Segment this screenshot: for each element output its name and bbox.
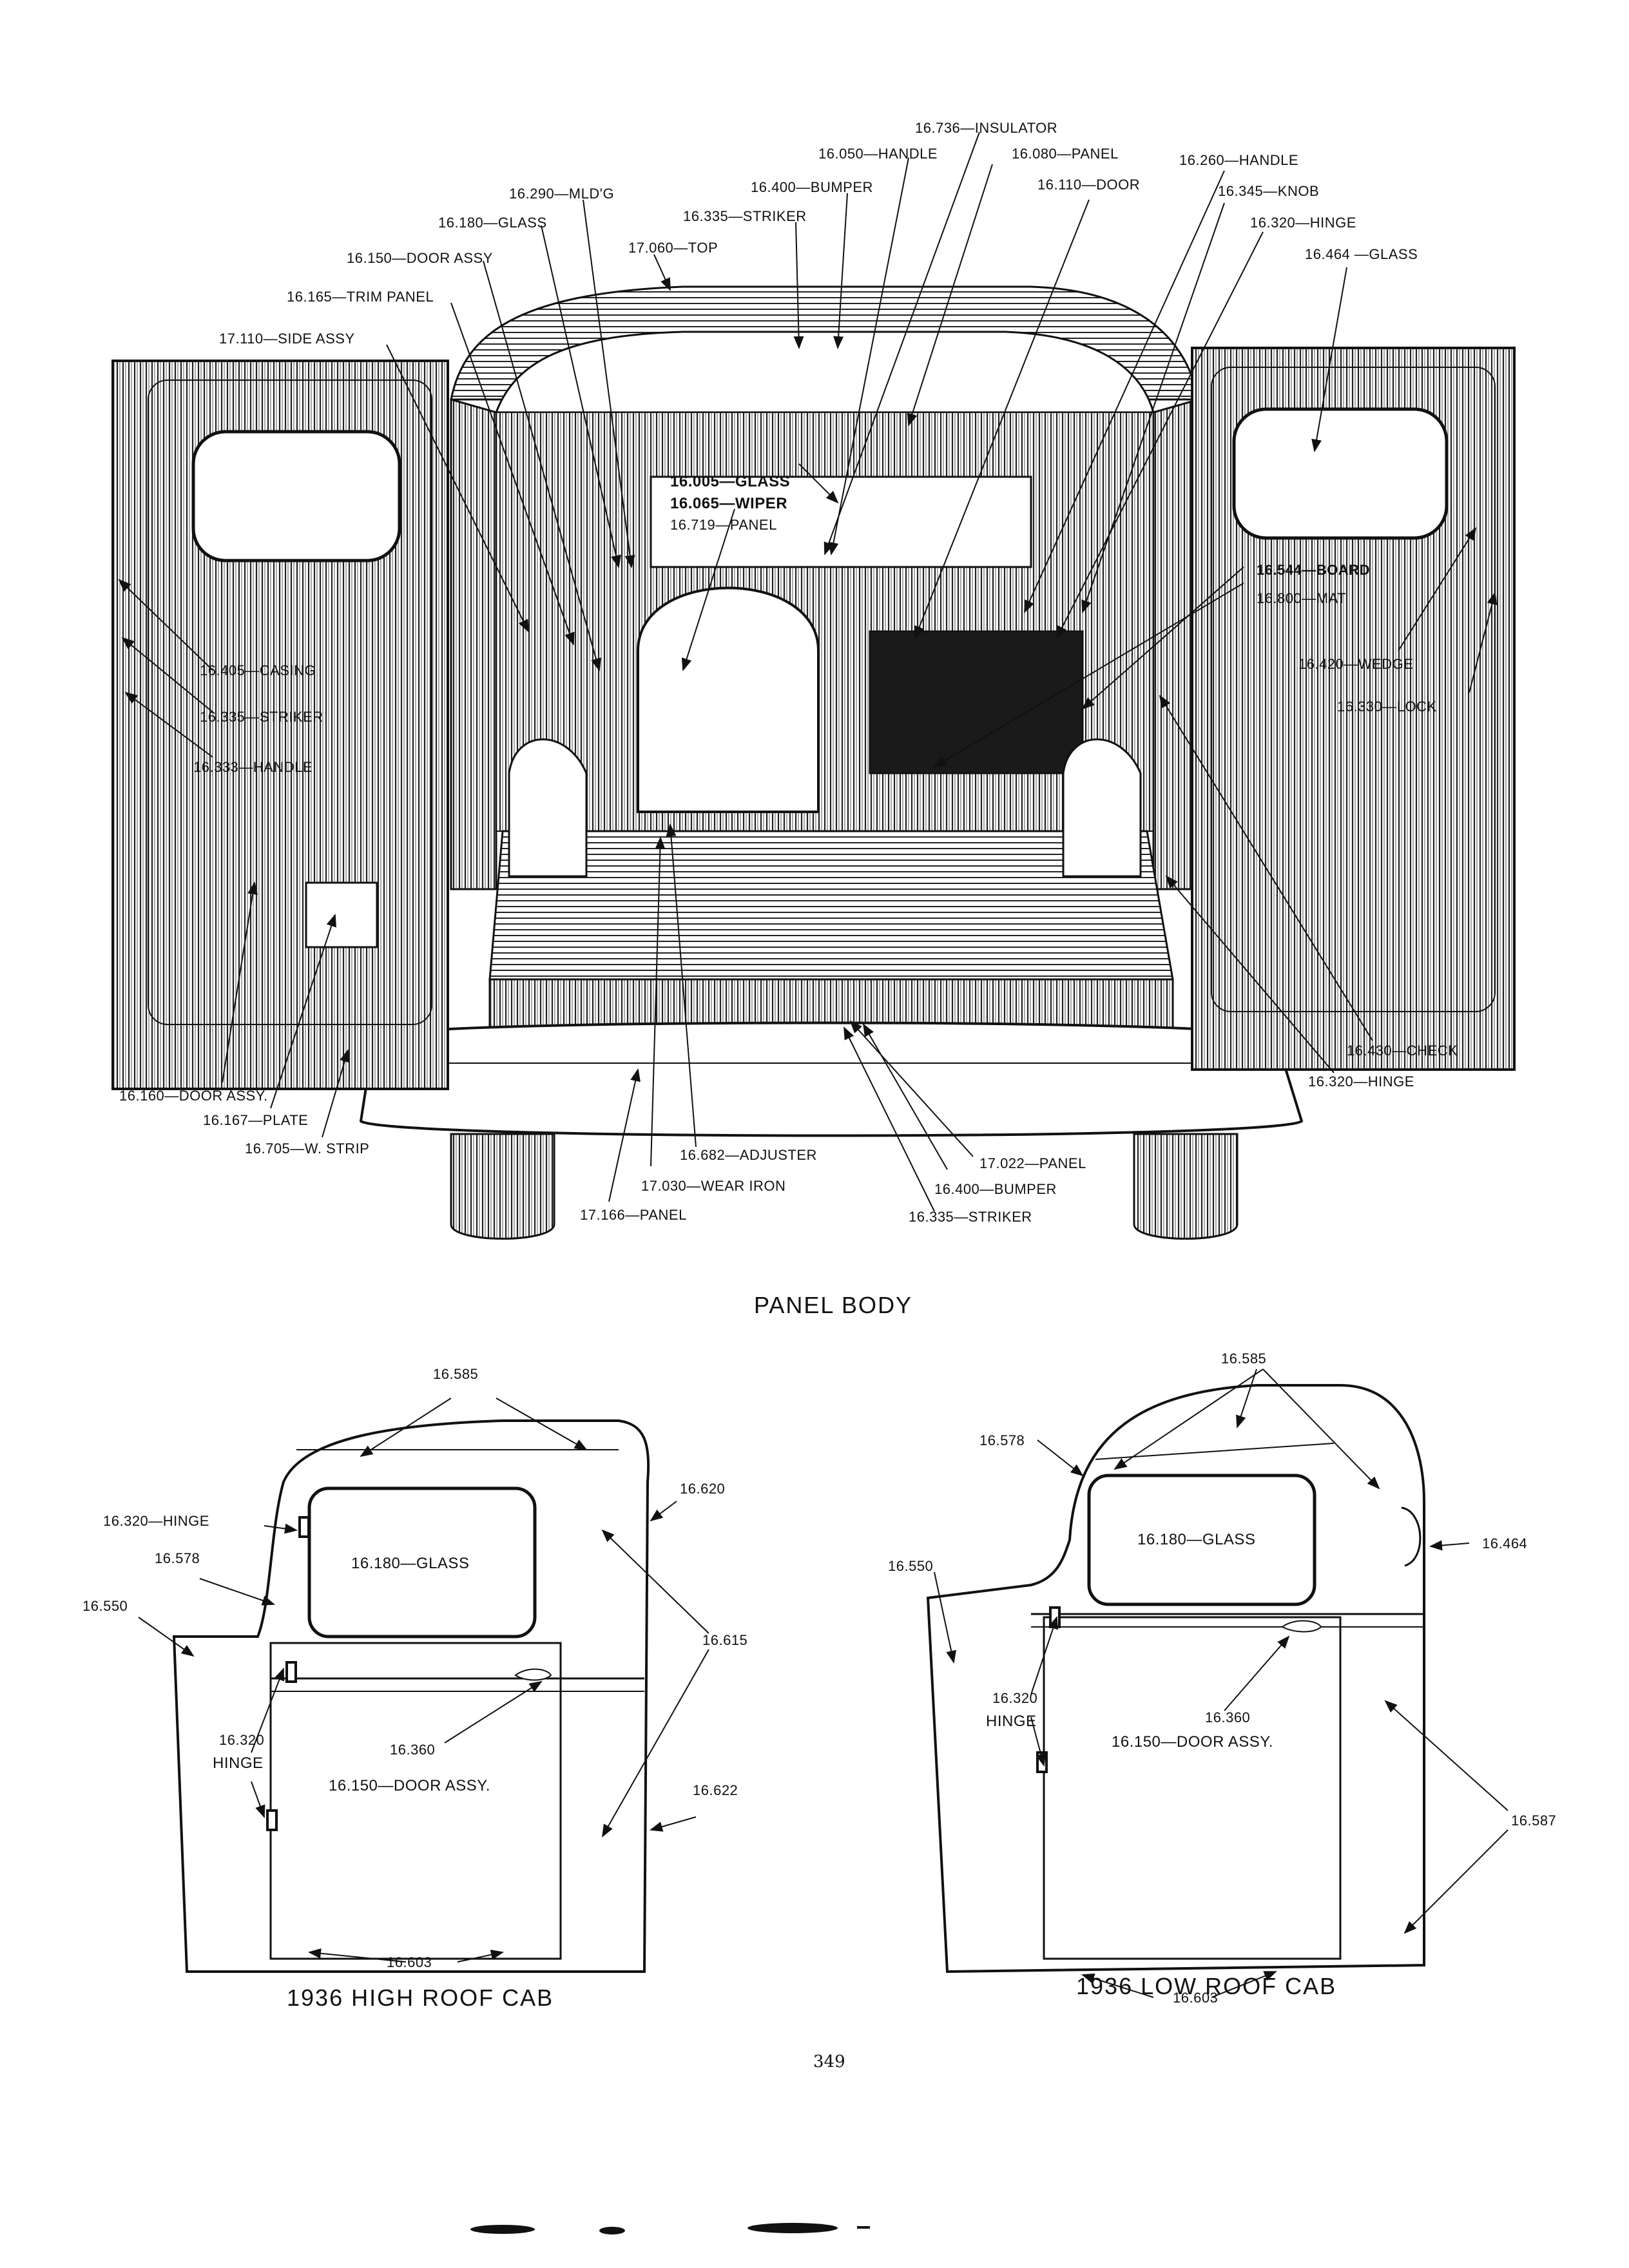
label-16330-lock: 16.330—LOCK <box>1337 698 1437 715</box>
label-16160-door-assy: 16.160—DOOR ASSY. <box>119 1088 268 1104</box>
hr-label-16320: 16.320 <box>219 1732 265 1748</box>
label-16320-hinge-lower: 16.320—HINGE <box>1308 1073 1414 1090</box>
lr-label-16587: 16.587 <box>1511 1812 1557 1829</box>
label-17060-top: 17.060—TOP <box>628 240 718 256</box>
high-roof-cab-drawing <box>172 1419 650 1973</box>
label-16005-glass: 16.005—GLASS <box>670 473 791 490</box>
label-16335-striker: 16.335—STRIKER <box>683 208 807 224</box>
hr-label-16585: 16.585 <box>433 1366 479 1382</box>
low-roof-cab-drawing <box>926 1384 1425 1974</box>
label-16050-handle: 16.050—HANDLE <box>818 146 938 162</box>
hr-label-16550: 16.550 <box>82 1598 128 1614</box>
lr-label-16464: 16.464 <box>1482 1535 1528 1552</box>
label-16333-handle: 16.333—HANDLE <box>193 759 313 775</box>
label-16150-door-assy: 16.150—DOOR ASSY <box>347 250 493 266</box>
hr-label-16615: 16.615 <box>702 1632 748 1648</box>
label-16736-insulator: 16.736—INSULATOR <box>915 120 1058 136</box>
page-number: 349 <box>813 2052 845 2071</box>
lr-label-16320: 16.320 <box>992 1690 1038 1706</box>
label-16065-wiper: 16.065—WIPER <box>670 495 788 512</box>
label-17030-wear-iron: 17.030—WEAR IRON <box>641 1178 786 1194</box>
label-16345-knob: 16.345—KNOB <box>1218 183 1320 199</box>
label-16430-check: 16.430—CHECK <box>1347 1043 1458 1059</box>
low-roof-leader-lines <box>934 1369 1509 1998</box>
label-16400-bumper-lower: 16.400—BUMPER <box>934 1181 1057 1197</box>
label-16110-door: 16.110—DOOR <box>1037 177 1141 193</box>
scan-marks <box>470 2223 870 2234</box>
label-16420-wedge: 16.420—WEDGE <box>1298 656 1414 672</box>
hr-label-hinge: HINGE <box>213 1754 264 1772</box>
hr-label-16180-glass: 16.180—GLASS <box>351 1555 470 1572</box>
hr-label-16622: 16.622 <box>693 1782 738 1798</box>
caption-panel-body: PANEL BODY <box>754 1292 913 1318</box>
label-16165-trim-panel: 16.165—TRIM PANEL <box>287 289 434 305</box>
label-16335-striker-lower: 16.335—STRIKER <box>909 1209 1032 1225</box>
label-16682-adjuster: 16.682—ADJUSTER <box>680 1147 817 1163</box>
lr-label-16585: 16.585 <box>1221 1350 1267 1367</box>
label-16705-w-strip: 16.705—W. STRIP <box>245 1140 370 1157</box>
label-16180-glass: 16.180—GLASS <box>438 215 547 231</box>
label-16167-plate: 16.167—PLATE <box>203 1112 309 1128</box>
lr-label-16550: 16.550 <box>888 1558 934 1574</box>
caption-high-roof-cab: 1936 HIGH ROOF CAB <box>287 1984 554 2011</box>
lr-label-hinge: HINGE <box>986 1713 1037 1730</box>
label-16719-panel: 16.719—PANEL <box>670 517 777 533</box>
panel-leader-lines <box>118 131 1498 1212</box>
hr-label-16603: 16.603 <box>387 1954 432 1970</box>
label-16260-handle: 16.260—HANDLE <box>1179 152 1299 168</box>
label-16400-bumper: 16.400—BUMPER <box>751 179 873 195</box>
label-17110-side-assy: 17.110—SIDE ASSY <box>219 331 355 347</box>
label-16080-panel: 16.080—PANEL <box>1012 146 1119 162</box>
lr-label-16180-glass: 16.180—GLASS <box>1137 1531 1256 1548</box>
hr-label-16150-door-assy: 16.150—DOOR ASSY. <box>329 1777 490 1794</box>
label-16290-mldg: 16.290—MLD'G <box>509 186 615 202</box>
caption-low-roof-cab: 1936 LOW ROOF CAB <box>1076 1973 1337 1999</box>
lr-label-16150-door-assy: 16.150—DOOR ASSY. <box>1112 1733 1273 1751</box>
hr-label-16620: 16.620 <box>680 1481 726 1497</box>
lr-label-16360: 16.360 <box>1205 1709 1251 1725</box>
panel-body-drawing <box>111 285 1516 1240</box>
label-17022-panel: 17.022—PANEL <box>979 1155 1086 1171</box>
high-roof-leader-lines <box>138 1398 709 1963</box>
hr-label-16360: 16.360 <box>390 1742 436 1758</box>
lr-label-16578: 16.578 <box>979 1432 1025 1448</box>
lr-label-16603: 16.603 <box>1173 1990 1219 2006</box>
label-16464-glass: 16.464 —GLASS <box>1305 246 1418 262</box>
label-16800-mat: 16.800—MAT <box>1257 590 1347 606</box>
hr-label-16578: 16.578 <box>155 1550 200 1566</box>
label-16320-hinge: 16.320—HINGE <box>1250 215 1356 231</box>
hr-label-16320-hinge: 16.320—HINGE <box>103 1513 209 1529</box>
label-16544-board: 16.544—BOARD <box>1257 562 1370 578</box>
label-17166-panel: 17.166—PANEL <box>580 1207 687 1223</box>
label-16405-casing: 16.405—CASING <box>200 662 316 678</box>
label-16335-striker-left: 16.335—STRIKER <box>200 709 323 725</box>
